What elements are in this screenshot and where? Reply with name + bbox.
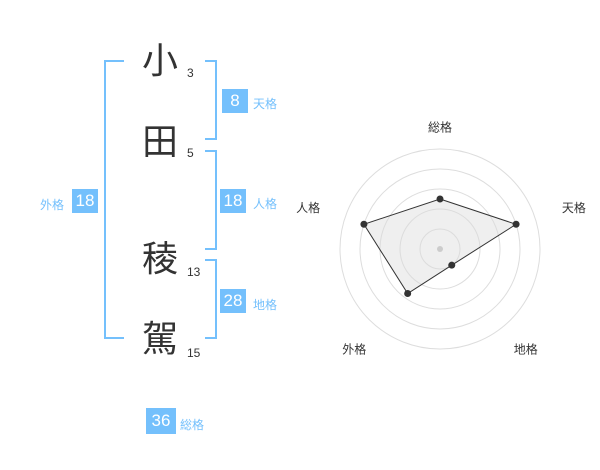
radar-label-2: 地格 xyxy=(514,341,538,356)
radar-ring-1 xyxy=(419,228,461,270)
stroke-count-3: 13 xyxy=(187,265,201,279)
radar-point-2 xyxy=(448,261,456,269)
radar-point-3 xyxy=(404,289,412,297)
radar-ring-5 xyxy=(339,148,541,350)
ten-bracket xyxy=(205,60,217,140)
name-char-2: 田 xyxy=(141,122,178,163)
radar-center xyxy=(437,246,443,252)
chi-bracket xyxy=(205,259,217,339)
ten-label: 天格 xyxy=(253,97,278,111)
radar-label-1: 天格 xyxy=(562,200,586,215)
jin-bracket xyxy=(205,150,217,250)
radar-label-4: 人格 xyxy=(296,200,320,215)
name-char-3: 稜 xyxy=(141,239,178,280)
jin-label: 人格 xyxy=(253,197,278,211)
radar-ring-2 xyxy=(399,208,481,290)
gai-label: 外格 xyxy=(40,198,65,212)
name-char-1: 小 xyxy=(141,41,178,82)
radar-point-4 xyxy=(360,220,368,228)
radar-point-1 xyxy=(512,220,520,228)
radar-point-0 xyxy=(436,195,444,203)
ten-value: 8 xyxy=(222,89,248,113)
sou-value: 36 xyxy=(146,408,176,434)
stroke-count-1: 3 xyxy=(187,66,194,80)
outer-bracket xyxy=(104,60,124,339)
chi-label: 地格 xyxy=(253,298,278,312)
radar-ring-4 xyxy=(359,168,521,330)
radar-label-0: 総格 xyxy=(428,120,452,135)
gai-value: 18 xyxy=(72,189,98,213)
jin-value: 18 xyxy=(220,189,246,213)
radar-label-3: 外格 xyxy=(342,341,366,356)
name-char-4: 駕 xyxy=(141,319,178,360)
chi-value: 28 xyxy=(220,289,246,313)
stroke-count-4: 15 xyxy=(187,346,201,360)
stroke-count-2: 5 xyxy=(187,146,194,160)
sou-label: 総格 xyxy=(180,418,205,432)
